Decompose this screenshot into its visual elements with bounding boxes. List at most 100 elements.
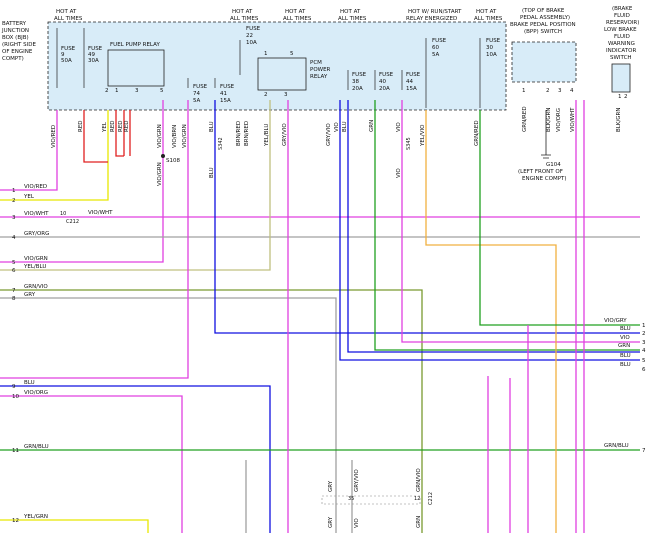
svg-text:C212: C212 — [428, 492, 434, 505]
svg-text:ALL TIMES: ALL TIMES — [338, 16, 367, 22]
svg-text:FUSE: FUSE — [246, 26, 261, 32]
svg-text:(BRAKE: (BRAKE — [612, 6, 633, 12]
svg-text:HOT AT: HOT AT — [285, 9, 306, 15]
svg-text:POWER: POWER — [310, 67, 331, 73]
svg-text:FUSE: FUSE — [352, 72, 367, 78]
svg-text:BLK/GRN: BLK/GRN — [616, 108, 622, 133]
svg-text:40: 40 — [379, 79, 386, 85]
pcm-relay-label: PCM POWER RELAY — [310, 60, 331, 80]
svg-text:RED: RED — [118, 120, 124, 132]
svg-text:5A: 5A — [432, 52, 439, 58]
svg-text:GRY: GRY — [24, 292, 36, 298]
brake-fluid-switch-box — [611, 63, 631, 93]
svg-text:VIO/WHT: VIO/WHT — [24, 211, 49, 217]
svg-text:2: 2 — [546, 88, 550, 94]
svg-text:9: 9 — [61, 52, 65, 58]
svg-text:20A: 20A — [352, 86, 363, 92]
svg-text:30: 30 — [486, 45, 493, 51]
svg-text:FUSE: FUSE — [379, 72, 394, 78]
svg-text:ALL TIMES: ALL TIMES — [54, 16, 83, 22]
svg-text:G104: G104 — [546, 162, 561, 168]
svg-text:VIO/BRN: VIO/BRN — [172, 125, 178, 148]
svg-text:GRY/VIO: GRY/VIO — [282, 123, 288, 146]
svg-text:10: 10 — [60, 211, 66, 217]
svg-text:FUSE: FUSE — [88, 46, 103, 52]
svg-text:60: 60 — [432, 45, 439, 51]
svg-text:49: 49 — [88, 52, 95, 58]
svg-text:PEDAL ASSEMBLY): PEDAL ASSEMBLY) — [520, 15, 570, 21]
svg-text:5A: 5A — [193, 98, 200, 104]
svg-text:HOT AT: HOT AT — [340, 9, 361, 15]
svg-text:1: 1 — [618, 94, 622, 100]
svg-text:1: 1 — [642, 323, 646, 329]
svg-text:38: 38 — [352, 79, 359, 85]
svg-text:FLUID: FLUID — [614, 13, 630, 19]
svg-text:FUSE: FUSE — [220, 84, 235, 90]
svg-text:2: 2 — [264, 92, 268, 98]
svg-text:VIO/GRN: VIO/GRN — [182, 124, 188, 148]
svg-text:GRY/ORG: GRY/ORG — [24, 231, 49, 237]
svg-text:YEL: YEL — [23, 194, 35, 200]
svg-text:VIO/RED: VIO/RED — [51, 125, 57, 148]
svg-text:4: 4 — [642, 348, 646, 354]
svg-text:YEL: YEL — [102, 121, 108, 133]
svg-text:74: 74 — [193, 91, 200, 97]
svg-text:RED: RED — [124, 120, 130, 132]
svg-text:2: 2 — [12, 198, 16, 204]
svg-text:5: 5 — [290, 51, 294, 57]
svg-text:ALL TIMES: ALL TIMES — [230, 16, 259, 22]
svg-text:GRY: GRY — [328, 480, 334, 492]
svg-text:1: 1 — [12, 188, 16, 194]
svg-text:VIO: VIO — [354, 518, 360, 528]
svg-text:15A: 15A — [406, 86, 417, 92]
svg-text:C212: C212 — [66, 219, 79, 225]
svg-text:1: 1 — [522, 88, 526, 94]
pcm-power-relay — [257, 57, 307, 91]
svg-text:VIO: VIO — [396, 168, 402, 178]
svg-text:15A: 15A — [220, 98, 231, 104]
vertical-wire-labels: VIO/RED RED YEL RED RED RED VIO/GRN VIO/… — [51, 106, 622, 186]
svg-text:RED: RED — [110, 120, 116, 132]
svg-text:YEL/BLU: YEL/BLU — [23, 264, 46, 270]
svg-text:2: 2 — [624, 94, 628, 100]
svg-text:VIO: VIO — [334, 122, 340, 132]
svg-text:FLUID: FLUID — [614, 34, 630, 40]
svg-text:1: 1 — [264, 51, 268, 57]
svg-text:HOT W/ RUN/START: HOT W/ RUN/START — [408, 9, 462, 15]
svg-text:BATTERY: BATTERY — [2, 21, 27, 27]
svg-text:10A: 10A — [246, 40, 257, 46]
svg-text:2: 2 — [642, 331, 646, 337]
svg-text:GRY/VIO: GRY/VIO — [326, 123, 332, 146]
svg-text:GRN: GRN — [416, 516, 422, 528]
wires — [0, 100, 640, 533]
svg-text:3: 3 — [135, 88, 139, 94]
svg-text:5: 5 — [160, 88, 164, 94]
svg-text:44: 44 — [406, 79, 413, 85]
svg-text:35: 35 — [348, 496, 354, 502]
svg-text:S345: S345 — [406, 137, 412, 150]
svg-text:BOX (BJB): BOX (BJB) — [2, 35, 29, 41]
svg-text:7: 7 — [12, 288, 16, 294]
svg-text:GRN/VIO: GRN/VIO — [416, 468, 422, 492]
svg-text:BRN/RED: BRN/RED — [236, 121, 242, 146]
svg-text:12: 12 — [12, 518, 19, 524]
bjb-label: BATTERY JUNCTION BOX (BJB) (RIGHT SIDE O… — [1, 21, 36, 62]
svg-text:RESERVOIR): RESERVOIR) — [606, 20, 639, 26]
svg-text:GRN: GRN — [618, 343, 630, 349]
svg-text:VIO/GRY: VIO/GRY — [604, 318, 627, 324]
svg-text:4: 4 — [570, 88, 574, 94]
svg-text:BLK/GRN: BLK/GRN — [546, 108, 552, 133]
svg-text:GRY/VIO: GRY/VIO — [354, 469, 360, 492]
svg-text:COMPT): COMPT) — [2, 56, 24, 62]
svg-text:(RIGHT SIDE: (RIGHT SIDE — [2, 42, 36, 48]
svg-text:3: 3 — [642, 340, 646, 346]
svg-text:50A: 50A — [61, 58, 72, 64]
svg-text:VIO/GRN: VIO/GRN — [157, 162, 163, 186]
svg-text:BLU: BLU — [342, 121, 348, 132]
svg-text:GRN/RED: GRN/RED — [474, 120, 480, 146]
battery-junction-box — [47, 21, 507, 111]
svg-text:41: 41 — [220, 91, 227, 97]
